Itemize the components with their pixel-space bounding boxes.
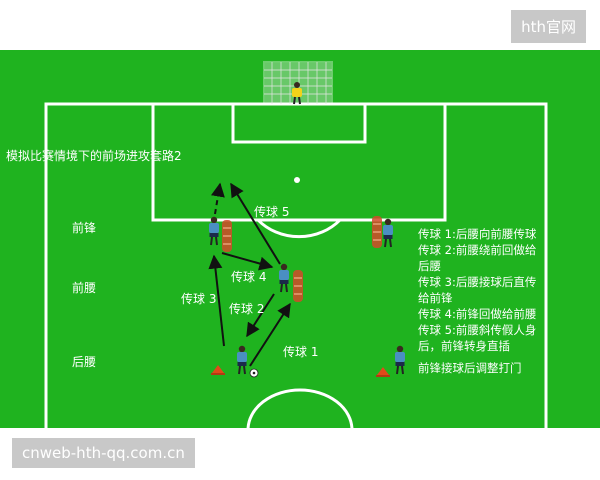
row-label-forward: 前锋 (72, 220, 96, 235)
ball-at-feet (249, 368, 259, 378)
pass-label-3: 传球 3 (181, 291, 216, 306)
pass-label-5: 传球 5 (254, 204, 289, 219)
pass-5-arrow (230, 182, 281, 265)
pass-1-arrow (249, 302, 291, 367)
pass-2-arrow (246, 293, 275, 338)
pass-label-2: 传球 2 (229, 301, 264, 316)
pass-3-arrow (208, 254, 225, 347)
step-line: 传球 1:后腰向前腰传球 (418, 227, 537, 241)
diagram-title: 模拟比赛情境下的前场进攻套路2 (6, 148, 182, 163)
penalty-spot-ball (294, 177, 300, 183)
goalkeeper (292, 82, 302, 105)
row-label-back: 后腰 (72, 355, 96, 369)
step-line: 传球 2:前腰绕前回做给 (418, 243, 536, 257)
url-watermark: cnweb-hth-qq.com.cn (12, 438, 195, 468)
step-line: 后腰 (418, 259, 441, 273)
pass-label-4: 传球 4 (231, 269, 266, 284)
pitch-grass (0, 50, 600, 428)
dummy-forward-right (371, 215, 383, 249)
step-line: 传球 4:前锋回做给前腰 (418, 307, 536, 321)
pitch-diagram: 模拟比赛情境下的前场进攻套路2 前锋 前腰 后腰 传球 5 传球 4 传球 3 … (0, 50, 600, 428)
brand-watermark: hth官网 (511, 10, 586, 43)
step-line: 传球 3:后腰接球后直传 (418, 275, 536, 289)
dummy-forward (221, 219, 233, 253)
row-label-mid: 前腰 (72, 280, 96, 295)
step-line: 给前锋 (418, 291, 453, 305)
dummy-mid (292, 269, 304, 303)
pass-label-1: 传球 1 (283, 344, 318, 359)
step-line: 传球 5:前腰斜传假人身 (418, 323, 536, 337)
pass-4-arrow (221, 252, 274, 271)
step-line: 后，前锋转身直插 (418, 339, 510, 353)
steps-list: 传球 1:后腰向前腰传球 传球 2:前腰绕前回做给 后腰 传球 3:后腰接球后直… (418, 227, 537, 353)
finish-note: 前锋接球后调整打门 (418, 361, 522, 375)
top-band (0, 0, 600, 50)
